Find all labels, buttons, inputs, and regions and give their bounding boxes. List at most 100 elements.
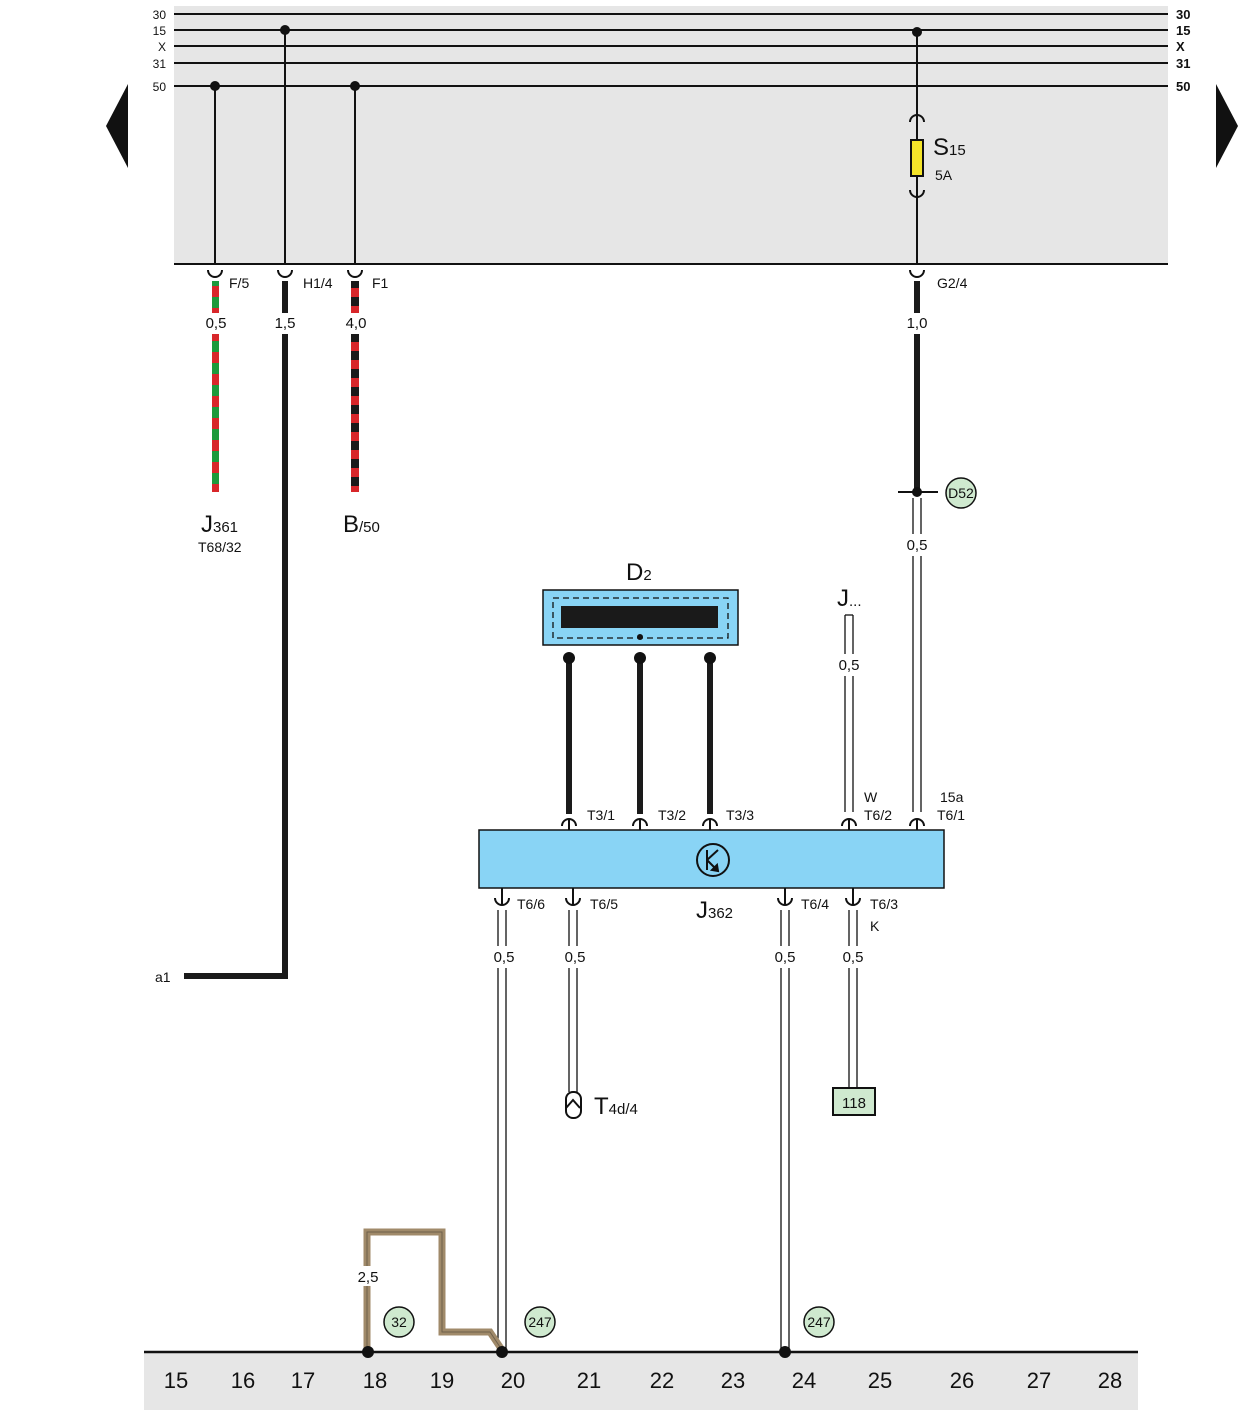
column-23: 23 [721,1368,745,1393]
node-d52-circle [945,477,977,509]
column-25: 25 [868,1368,892,1393]
ground-point-32-circle [383,1306,415,1338]
fuse-top-arc [909,114,925,123]
connector-t61: T6/1 [937,807,965,823]
rail-label-left-x: X [158,40,166,54]
connector-f5: F/5 [229,275,249,291]
ground-point-32: 32 [391,1314,407,1330]
wire-size-t64: 0,5 [775,949,796,966]
wire-size-j361: 0,5 [206,315,227,332]
wire-h14 [184,281,288,979]
connector-h14: H1/4 [303,275,333,291]
connector-t63-letter: K [870,918,880,934]
wire-ground-brown [363,1228,505,1352]
rail-label-left-15: 15 [153,24,167,38]
fuse-name: S15 [933,134,966,161]
column-21: 21 [577,1368,601,1393]
column-16: 16 [231,1368,255,1393]
wire-size-t65: 0,5 [565,949,586,966]
d52-junction-dot [912,487,922,497]
ground-point-247a: 247 [528,1314,552,1330]
wire-size-t63: 0,5 [843,949,864,966]
column-26: 26 [950,1368,974,1393]
j362-bottom-stubs [501,888,854,905]
connector-t32: T3/2 [658,807,686,823]
column-strip [144,1352,1138,1410]
column-24: 24 [792,1368,816,1393]
connector-g24: G2/4 [937,275,968,291]
column-17: 17 [291,1368,315,1393]
d2-coil [561,606,718,628]
panel-vertical-wires [214,30,918,264]
connector-t31: T3/1 [587,807,615,823]
wire-size-ground: 2,5 [358,1269,379,1286]
box-118-label: 118 [842,1095,866,1112]
ground-point-247b: 247 [807,1314,831,1330]
supply-rails [174,13,1168,87]
connector-f1: F1 [372,275,389,291]
rail-label-right-31: 31 [1176,56,1190,71]
fuse-bottom-arc [909,189,925,198]
rail-labels-left: 30 15 X 31 50 [153,8,167,94]
wire-size-h14: 1,5 [275,315,296,332]
connector-t62: T6/2 [864,807,892,823]
connector-t61-top: 15a [940,789,964,805]
connector-t33: T3/3 [726,807,754,823]
column-19: 19 [430,1368,454,1393]
fuse-s15: S15 5A [909,114,966,198]
column-28: 28 [1098,1368,1122,1393]
component-d2: D2 [626,559,652,586]
supply-panel [174,6,1168,264]
component-j362: J362 [696,897,733,924]
column-18: 18 [363,1368,387,1393]
component-b50: B/50 [343,511,380,538]
thin-wires [497,498,922,1350]
component-j-dots: J... [837,585,862,612]
wire-size-t66: 0,5 [494,949,515,966]
fuse-body [910,139,924,177]
d2-wire-dots [563,652,716,664]
d2-wires [566,658,713,814]
ground-point-247a-circle [524,1306,556,1338]
wire-size-b50: 4,0 [346,315,367,332]
connector-t63: T6/3 [870,896,898,912]
previous-page-arrow-icon[interactable] [106,84,128,168]
panel-connectors [207,269,925,278]
ground-point-247b-circle [803,1306,835,1338]
rail-label-left-30: 30 [153,8,167,22]
node-d52: D52 [948,485,974,501]
j362-top-stubs [568,819,918,830]
connector-t66: T6/6 [517,896,545,912]
rail-label-right-50: 50 [1176,79,1190,94]
wire-b50 [351,281,359,492]
component-j362-box [478,829,945,889]
column-15: 15 [164,1368,188,1393]
rail-label-left-50: 50 [153,80,167,94]
rail-label-right-15: 15 [1176,23,1190,38]
component-j361-detail: T68/32 [198,539,242,555]
wire-size-g24: 1,0 [907,315,928,332]
component-d2-box [542,589,739,646]
box-118[interactable] [832,1087,876,1116]
column-numbers: 15 16 17 18 19 20 21 22 23 24 25 26 27 2… [164,1368,1122,1393]
crossref-a1: a1 [155,969,171,985]
next-page-arrow-icon[interactable] [1216,84,1238,168]
component-t4d: T4d/4 [594,1093,638,1120]
column-27: 27 [1027,1368,1051,1393]
transistor-icon [696,843,730,877]
connector-t64: T6/4 [801,896,829,912]
column-20: 20 [501,1368,525,1393]
connector-t65: T6/5 [590,896,618,912]
rail-label-right-30: 30 [1176,7,1190,22]
column-22: 22 [650,1368,674,1393]
connector-t4d-icon [565,1091,582,1119]
connector-t62-letter: W [864,789,878,805]
rail-labels-right: 30 15 X 31 50 [1176,7,1190,94]
wire-size-j-dots: 0,5 [839,657,860,674]
wire-j361 [212,281,219,492]
ground-junctions [362,1346,791,1358]
wire-size-d52: 0,5 [907,537,928,554]
fuse-rating: 5A [935,167,953,183]
rail-label-right-x: X [1176,39,1185,54]
